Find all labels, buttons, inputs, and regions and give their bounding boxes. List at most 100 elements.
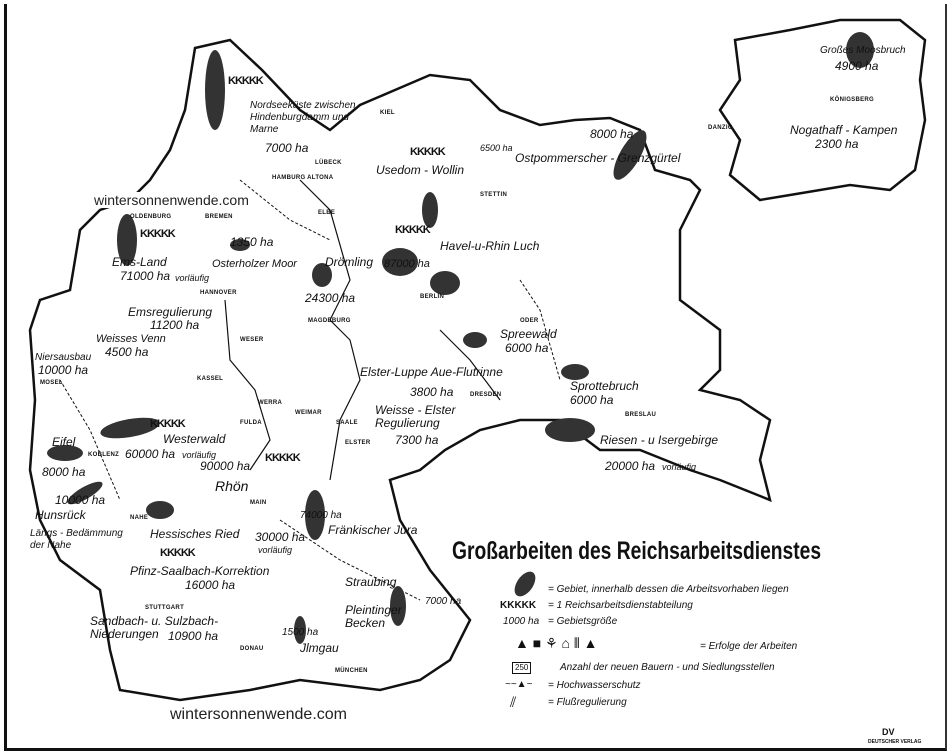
worker-icons: KKKKK <box>150 418 186 430</box>
legend-size: = Gebietsgröße <box>548 616 618 627</box>
label-pfinz: Pfinz-Saalbach-Korrektion <box>130 564 270 578</box>
area-ilmgau: 1500 ha <box>282 627 319 638</box>
area-straubing: 7000 ha <box>425 596 462 607</box>
area-weisse-elster: 7300 ha <box>395 433 439 447</box>
area-nogathaff: 2300 ha <box>815 137 859 151</box>
city-label: KASSEL <box>197 376 224 382</box>
river-label: MOSEL <box>40 380 63 386</box>
label-hessisches-ried: Hessisches Ried <box>150 527 240 541</box>
city-label: BREMEN <box>205 214 233 220</box>
city-label: KIEL <box>380 110 395 116</box>
legend-river: = Flußregulierung <box>548 697 627 708</box>
city-label: STETTIN <box>480 192 508 198</box>
map-title: Großarbeiten des Reichsarbeitsdienstes <box>452 537 822 565</box>
label-ilmgau: Jlmgau <box>300 641 339 655</box>
city-label: KÖNIGSBERG <box>830 97 875 103</box>
label-westerwald: Westerwald <box>163 432 226 446</box>
river-label: WERRA <box>258 400 283 406</box>
legend-success: = Erfolge der Arbeiten <box>700 641 798 652</box>
legend-flood: = Hochwasserschutz <box>548 680 641 691</box>
area-emsregulierung: 11200 ha <box>150 318 200 332</box>
label-emsregulierung: Emsregulierung <box>128 305 213 319</box>
city-label: DRESDEN <box>470 392 502 398</box>
label-nordseekueste: Nordseeküste zwischen Hindenburgdamm und… <box>250 100 356 135</box>
label-weisse-elster: Weisse - Elster Regulierung <box>375 403 456 430</box>
map-frame <box>4 4 947 751</box>
area-elster-luppe: 3800 ha <box>410 385 454 399</box>
legend-settlement: Anzahl der neuen Bauern - und Siedlungss… <box>560 662 775 673</box>
area-droemling: 24300 ha <box>305 291 356 305</box>
city-label: HANNOVER <box>200 290 237 296</box>
legend-area: = Gebiet, innerhalb dessen die Arbeitsvo… <box>548 584 789 595</box>
legend-size-symbol: 1000 ha <box>503 616 540 627</box>
city-label: MÜNCHEN <box>335 668 368 674</box>
label-droemling: Drömling <box>325 255 374 269</box>
city-label: DANZIG <box>708 125 733 131</box>
area-icon <box>514 571 536 597</box>
note-emsland: vorläufig <box>175 273 210 283</box>
area-sandbach: 10900 ha <box>168 629 219 643</box>
river-label: FULDA <box>240 420 262 426</box>
watermark-bottom: wintersonnenwende.com <box>168 706 349 724</box>
publisher-name: DEUTSCHER VERLAG <box>868 739 922 745</box>
label-niers: Niersausbau <box>35 352 92 363</box>
worker-icons: KKKKK <box>265 452 301 464</box>
area-hunsrueck: 10000 ha <box>55 493 106 507</box>
area-nordseekueste: 7000 ha <box>265 141 309 155</box>
flood-icon: ~~▲~ <box>505 679 533 690</box>
area-ostpommern: 8000 ha <box>590 127 634 141</box>
area-riesengebirge: 20000 ha <box>605 459 656 473</box>
label-moosbruch: Großes Moosbruch <box>820 45 906 56</box>
label-elster-luppe: Elster-Luppe Aue-Flutrinne <box>360 365 503 379</box>
label-rhoen: Rhön <box>215 478 249 494</box>
area-weisses-venn: 4500 ha <box>105 345 149 359</box>
label-hunsrueck: Hunsrück <box>35 508 86 522</box>
river-label: WESER <box>240 337 264 343</box>
river-label: ODER <box>520 318 539 324</box>
city-label: LÜBECK <box>315 160 342 166</box>
area-rhoen: 90000 ha <box>200 459 251 473</box>
area-sprottebruch: 6000 ha <box>570 393 614 407</box>
area-niers: 10000 ha <box>38 363 89 377</box>
river-label: MAIN <box>250 500 267 506</box>
label-havel: Havel-u-Rhin Luch <box>440 239 540 253</box>
label-nahe: Längs - Bedämmung der Nahe <box>30 528 123 551</box>
area-jura: 74000 ha <box>300 510 342 521</box>
label-jura: Fränkischer Jura <box>328 523 418 537</box>
label-osterholz: Osterholzer Moor <box>212 258 297 270</box>
river-label: SAALE <box>336 420 358 426</box>
area-havel: 87000 ha <box>384 258 430 270</box>
river-label: DONAU <box>240 646 264 652</box>
worker-icons: KKKKK <box>228 75 264 87</box>
note-riesengebirge: vorläufig <box>662 462 697 472</box>
river-label: ELBE <box>318 210 336 216</box>
river-label: NAHE <box>130 515 149 521</box>
label-nogathaff: Nogathaff - Kampen <box>790 123 898 137</box>
label-eifel: Eifel <box>52 435 76 449</box>
label-pleinting: Pleintinger Becken <box>345 603 402 630</box>
city-label: WEIMAR <box>295 410 322 416</box>
label-straubing: Straubing <box>345 575 397 589</box>
city-label: MAGDEBURG <box>308 318 351 324</box>
river-label: ELSTER <box>345 440 371 446</box>
worker-icons: KKKKK <box>395 224 431 236</box>
worker-icon: KKKKK <box>500 600 537 611</box>
label-sprottebruch: Sprottebruch <box>570 379 639 393</box>
label-sandbach: Sandbach- u. Sulzbach-Niederungen <box>90 614 219 641</box>
worker-icons: KKKKK <box>160 547 196 559</box>
city-label: KOBLENZ <box>88 452 120 458</box>
area-spreewald: 6000 ha <box>505 341 549 355</box>
river-lines <box>59 179 561 601</box>
inner-border <box>224 179 501 481</box>
city-label: BRESLAU <box>625 412 657 418</box>
label-emsland: Ems-Land <box>112 255 167 269</box>
success-icons: ▲ ■ ⚘ ⌂ ⫴ ▲ <box>515 635 598 651</box>
river-icon: ⫽ <box>510 694 517 710</box>
note-westerwald: vorläufig <box>182 450 217 460</box>
east-prussia-border <box>718 18 927 202</box>
area-osterholz: 1350 ha <box>230 235 274 249</box>
label-weisses-venn: Weisses Venn <box>96 333 166 345</box>
legend-worker: = 1 Reichsarbeitsdienstabteilung <box>548 600 693 611</box>
